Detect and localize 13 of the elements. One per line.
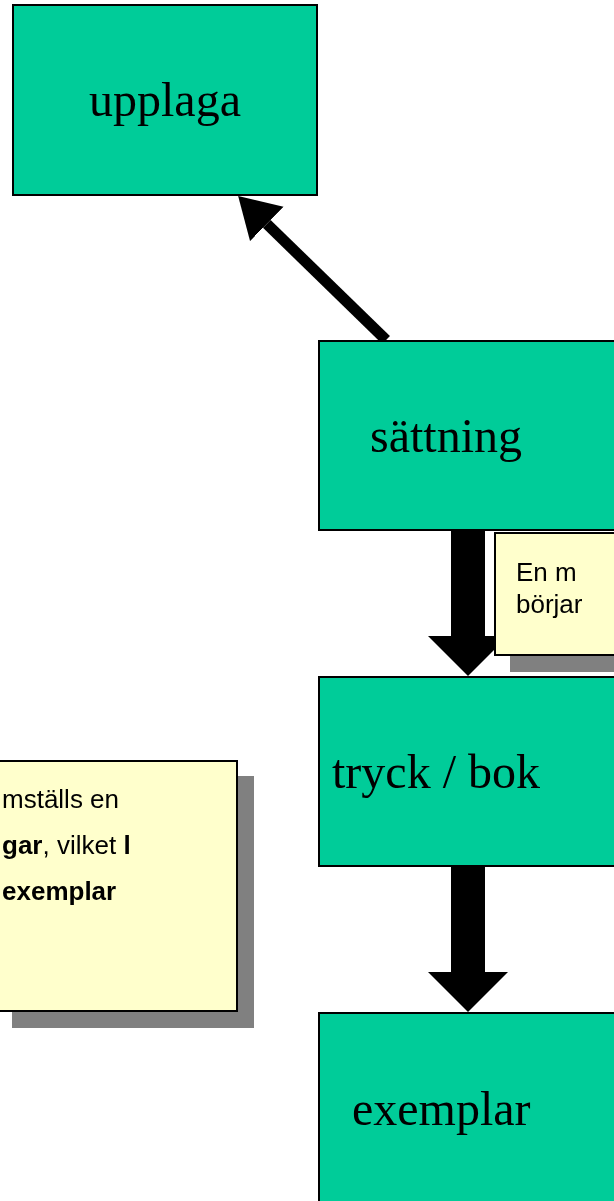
box-label: exemplar (352, 1080, 531, 1137)
note-box (494, 532, 614, 656)
process-box (318, 676, 614, 867)
note-box (0, 760, 238, 1012)
process-box (318, 340, 614, 531)
process-box (318, 1012, 614, 1201)
box-label: upplaga (89, 72, 241, 128)
note-text: mställs en gar, vilket l exemplar (2, 783, 132, 908)
process-box (12, 4, 318, 196)
arrow (428, 867, 508, 1012)
box-label: tryck / bok (332, 743, 540, 800)
box-label: sättning (370, 407, 522, 464)
note-text: En m börjar (516, 556, 584, 620)
